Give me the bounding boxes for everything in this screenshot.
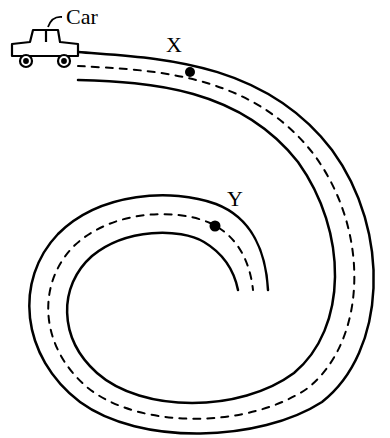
car-hub bbox=[24, 59, 28, 63]
car-icon bbox=[12, 30, 78, 67]
car-window-line bbox=[45, 31, 47, 42]
car-wheel bbox=[20, 55, 32, 67]
road-inner-edge bbox=[67, 80, 335, 403]
car-body bbox=[12, 30, 78, 56]
road-center-dashes bbox=[48, 66, 354, 419]
point-label: X bbox=[166, 34, 182, 56]
point-label: Y bbox=[227, 188, 243, 210]
car-hub bbox=[62, 59, 66, 63]
point-dot bbox=[185, 67, 195, 77]
point-dot bbox=[210, 221, 221, 232]
road-outer-edge bbox=[29, 52, 373, 434]
leader-line bbox=[48, 17, 62, 27]
car-wheel bbox=[58, 55, 70, 67]
car-label: Car bbox=[66, 6, 98, 28]
